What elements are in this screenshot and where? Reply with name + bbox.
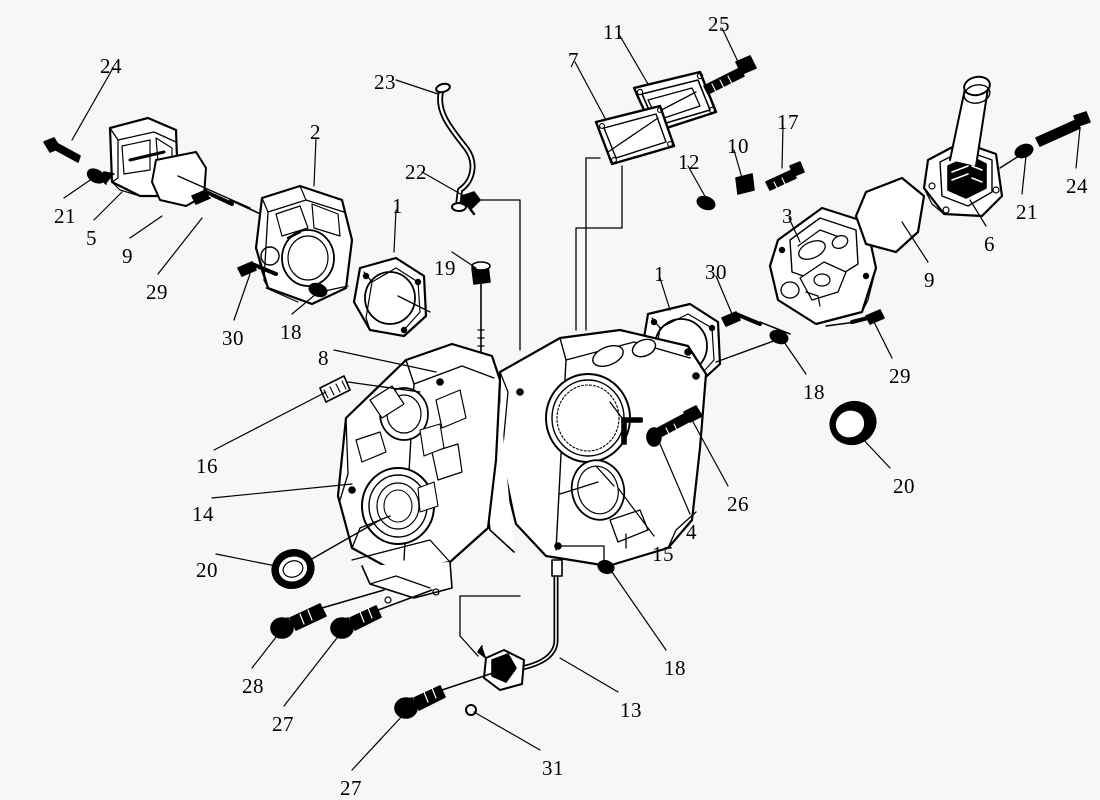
oil-seal-right — [829, 400, 877, 446]
callout-24-right: 24 — [1066, 174, 1088, 198]
callout-18-left: 18 — [280, 320, 302, 344]
right-cover-gasket — [854, 176, 926, 254]
breather-gasket — [594, 104, 676, 166]
screw-17 — [765, 161, 805, 191]
callout-9-right: 9 — [924, 268, 935, 292]
right-rocker-cover — [922, 75, 1004, 218]
callout-20-right: 20 — [893, 474, 915, 498]
callout-9-left: 9 — [122, 244, 133, 268]
callout-25: 25 — [708, 12, 730, 36]
callout-27-b: 27 — [340, 776, 362, 800]
callout-18-lower: 18 — [664, 656, 686, 680]
left-cover-bolt — [43, 137, 81, 163]
callout-31: 31 — [542, 756, 564, 780]
callout-24-left: 24 — [100, 54, 122, 78]
callout-1-left: 1 — [392, 194, 403, 218]
oil-seal-left — [271, 549, 315, 589]
callout-5: 5 — [86, 226, 97, 250]
callout-12: 12 — [678, 150, 700, 174]
spring-pin-16 — [319, 375, 351, 403]
callout-29-left: 29 — [146, 280, 168, 304]
callout-26: 26 — [727, 492, 749, 516]
callout-30-left: 30 — [222, 326, 244, 350]
gear-case-cover — [237, 184, 354, 306]
plug-31 — [465, 704, 477, 716]
callout-2: 2 — [310, 120, 321, 144]
callout-13: 13 — [620, 698, 642, 722]
callout-4: 4 — [686, 520, 697, 544]
callout-15: 15 — [652, 542, 674, 566]
callout-27-a: 27 — [272, 712, 294, 736]
breather-screw — [703, 55, 757, 95]
callout-21-left: 21 — [54, 204, 76, 228]
callout-30-right: 30 — [705, 260, 727, 284]
callout-29-right: 29 — [889, 364, 911, 388]
cylinder-gasket-left — [352, 256, 431, 338]
screw-4 — [646, 427, 662, 447]
callout-8: 8 — [318, 346, 329, 370]
dowel-12 — [696, 195, 716, 211]
oil-pump-body — [768, 206, 878, 326]
callout-28: 28 — [242, 674, 264, 698]
breather-hose — [435, 82, 476, 212]
callout-7: 7 — [568, 48, 579, 72]
bracket-15 — [609, 401, 643, 445]
callout-21-right: 21 — [1016, 200, 1038, 224]
callout-16: 16 — [196, 454, 218, 478]
callout-23: 23 — [374, 70, 396, 94]
bolt-27-a — [330, 589, 433, 639]
callout-11: 11 — [603, 20, 625, 44]
callout-3: 3 — [782, 204, 793, 228]
callout-22: 22 — [405, 160, 427, 184]
callout-18-right: 18 — [803, 380, 825, 404]
stud-29-right — [825, 309, 885, 327]
dowel-10 — [735, 173, 755, 195]
bolt-27-b — [394, 667, 509, 719]
callout-19: 19 — [434, 256, 456, 280]
callout-14: 14 — [192, 502, 214, 526]
leader-lines — [63, 27, 1081, 771]
callout-10: 10 — [727, 134, 749, 158]
callout-1-right: 1 — [654, 262, 665, 286]
callout-20-left: 20 — [196, 558, 218, 582]
dowel-18-lower — [597, 559, 615, 575]
hose-clamp — [461, 191, 481, 216]
callout-17: 17 — [777, 110, 799, 134]
stud-right — [721, 311, 791, 335]
callout-6: 6 — [984, 232, 995, 256]
crankcase-block — [336, 328, 708, 604]
bolt-28 — [270, 589, 385, 639]
